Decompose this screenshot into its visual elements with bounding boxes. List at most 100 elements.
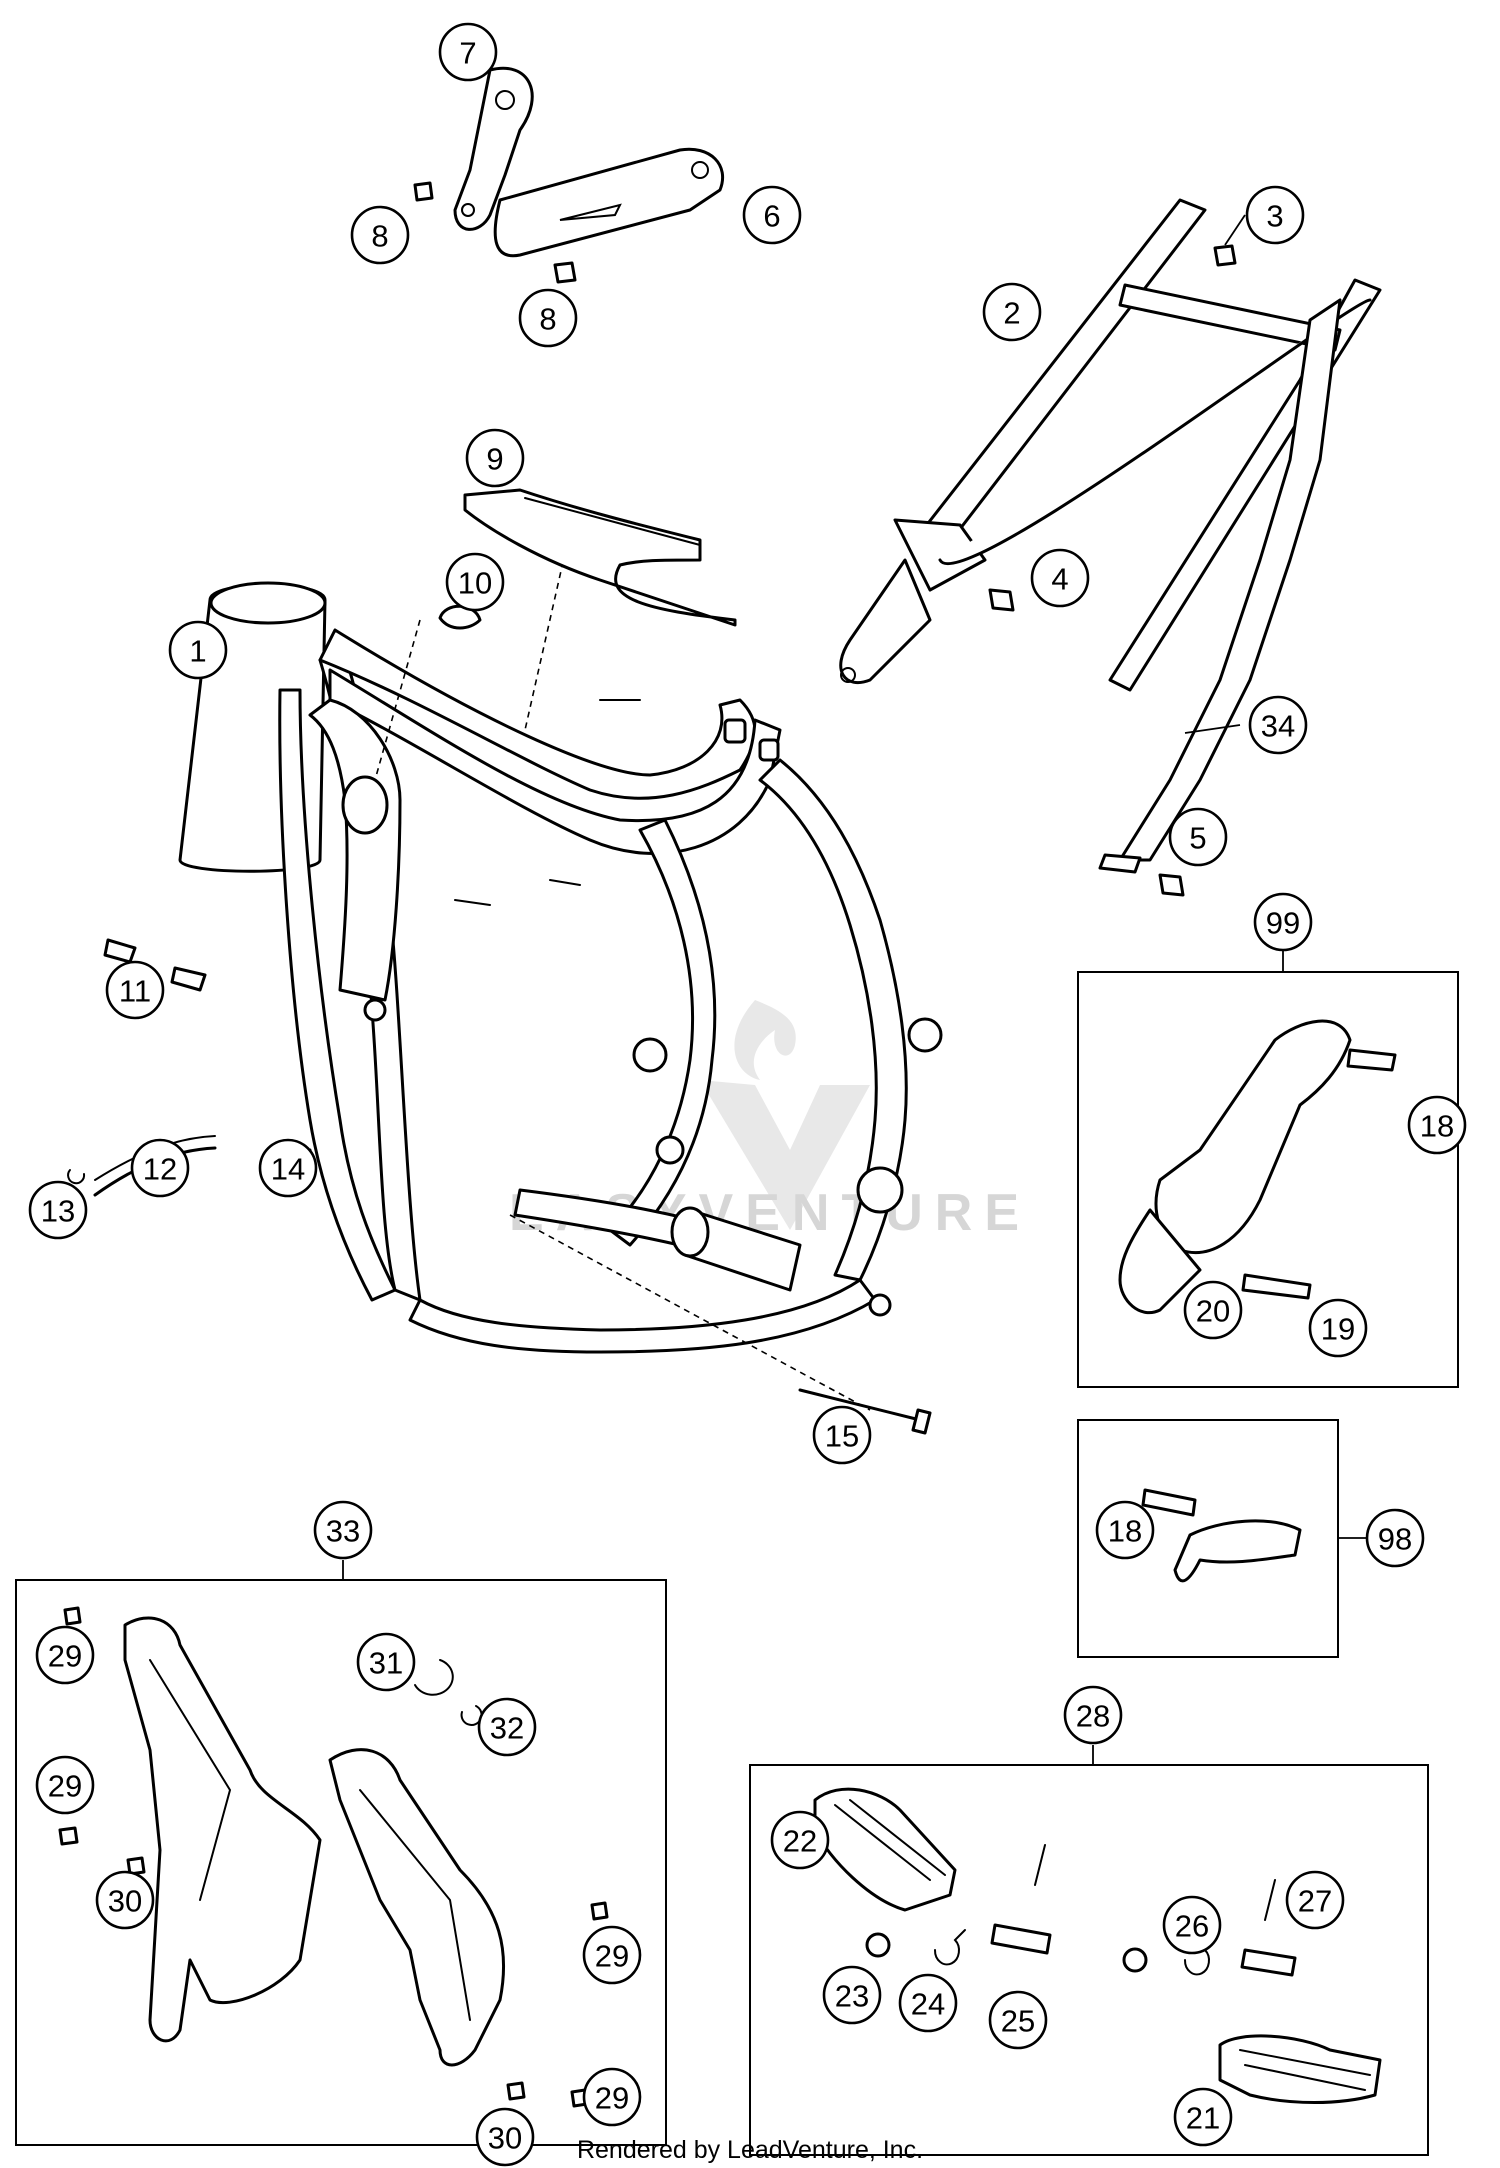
callout-label: 99 bbox=[1266, 906, 1300, 941]
callout-label: 22 bbox=[783, 1824, 817, 1859]
callout-circle bbox=[465, 428, 525, 488]
chain-guide-98 bbox=[1141, 1488, 1302, 1583]
callout-circle bbox=[1253, 892, 1313, 952]
callout-6[interactable]: 6 bbox=[742, 185, 802, 245]
guard-9 bbox=[463, 488, 737, 627]
callout-29[interactable]: 29 bbox=[582, 2067, 642, 2127]
footpeg-22 bbox=[813, 1787, 957, 1912]
callout-8[interactable]: 8 bbox=[518, 288, 578, 348]
callout-label: 30 bbox=[488, 2121, 522, 2156]
clamp-10 bbox=[438, 604, 482, 630]
callout-23[interactable]: 23 bbox=[822, 1965, 882, 2025]
callout-13[interactable]: 13 bbox=[28, 1180, 88, 1240]
callout-label: 33 bbox=[326, 1514, 360, 1549]
bolt-5 bbox=[1158, 873, 1185, 897]
callout-9[interactable]: 9 bbox=[465, 428, 525, 488]
callout-circle bbox=[105, 960, 165, 1020]
callout-98[interactable]: 98 bbox=[1365, 1508, 1425, 1568]
callout-circle bbox=[1407, 1095, 1467, 1155]
callout-15[interactable]: 15 bbox=[812, 1405, 872, 1465]
callout-label: 34 bbox=[1261, 709, 1295, 744]
callout-22[interactable]: 22 bbox=[770, 1810, 830, 1870]
callout-33[interactable]: 33 bbox=[313, 1500, 373, 1560]
callout-7[interactable]: 7 bbox=[438, 22, 498, 82]
callout-28[interactable]: 28 bbox=[1063, 1685, 1123, 1745]
callout-21[interactable]: 21 bbox=[1173, 2087, 1233, 2147]
callout-24[interactable]: 24 bbox=[898, 1973, 958, 2033]
callout-label: 23 bbox=[835, 1979, 869, 2014]
screw-29b bbox=[58, 1826, 79, 1846]
bolt-8-upper bbox=[413, 181, 434, 202]
callout-18[interactable]: 18 bbox=[1095, 1500, 1155, 1560]
callout-circle bbox=[982, 282, 1042, 342]
callout-14[interactable]: 14 bbox=[258, 1138, 318, 1198]
callout-10[interactable]: 10 bbox=[445, 552, 505, 612]
callout-label: 18 bbox=[1108, 1514, 1142, 1549]
bolt-4 bbox=[988, 588, 1015, 612]
screw-29c bbox=[590, 1901, 609, 1921]
callout-circle bbox=[35, 1755, 95, 1815]
callout-label: 14 bbox=[271, 1152, 305, 1187]
callout-25[interactable]: 25 bbox=[988, 1990, 1048, 2050]
callout-32[interactable]: 32 bbox=[477, 1697, 537, 1757]
group-box-28 bbox=[749, 1764, 1429, 2156]
callout-label: 29 bbox=[48, 1769, 82, 1804]
clip-32 bbox=[460, 1705, 483, 1726]
callout-29[interactable]: 29 bbox=[35, 1625, 95, 1685]
callout-circle bbox=[28, 1180, 88, 1240]
callout-26[interactable]: 26 bbox=[1162, 1895, 1222, 1955]
callout-label: 29 bbox=[595, 2081, 629, 2116]
callout-label: 12 bbox=[143, 1152, 177, 1187]
callout-circle bbox=[1245, 185, 1305, 245]
footpeg-21 bbox=[1218, 2034, 1382, 2104]
callout-30[interactable]: 30 bbox=[475, 2107, 535, 2167]
callout-31[interactable]: 31 bbox=[356, 1632, 416, 1692]
callout-circle bbox=[518, 288, 578, 348]
callout-19[interactable]: 19 bbox=[1308, 1298, 1368, 1358]
callout-label: 27 bbox=[1298, 1884, 1332, 1919]
callout-20[interactable]: 20 bbox=[1183, 1280, 1243, 1340]
callout-label: 3 bbox=[1266, 199, 1283, 234]
callout-circle bbox=[1183, 1280, 1243, 1340]
callout-3[interactable]: 3 bbox=[1245, 185, 1305, 245]
bolt-8-lower bbox=[553, 261, 577, 284]
callout-8[interactable]: 8 bbox=[350, 205, 410, 265]
footer-credit: Rendered by LeadVenture, Inc. bbox=[577, 2136, 923, 2164]
callout-circle bbox=[1168, 807, 1228, 867]
callout-label: 24 bbox=[911, 1987, 945, 2022]
callout-5[interactable]: 5 bbox=[1168, 807, 1228, 867]
callout-circle bbox=[1030, 548, 1090, 608]
callout-27[interactable]: 27 bbox=[1285, 1870, 1345, 1930]
callout-label: 25 bbox=[1001, 2004, 1035, 2039]
callout-99[interactable]: 99 bbox=[1253, 892, 1313, 952]
callout-4[interactable]: 4 bbox=[1030, 548, 1090, 608]
callout-34[interactable]: 34 bbox=[1248, 695, 1308, 755]
callout-circle bbox=[95, 1870, 155, 1930]
subframe-2 bbox=[839, 198, 1382, 874]
callout-1[interactable]: 1 bbox=[168, 620, 228, 680]
callout-label: 2 bbox=[1003, 296, 1020, 331]
callout-circle bbox=[445, 552, 505, 612]
callout-30[interactable]: 30 bbox=[95, 1870, 155, 1930]
callout-11[interactable]: 11 bbox=[105, 960, 165, 1020]
callout-29[interactable]: 29 bbox=[35, 1755, 95, 1815]
callout-circle bbox=[168, 620, 228, 680]
callout-label: 10 bbox=[458, 566, 492, 601]
callout-18[interactable]: 18 bbox=[1407, 1095, 1467, 1155]
callout-2[interactable]: 2 bbox=[982, 282, 1042, 342]
screw-29a bbox=[63, 1606, 82, 1626]
nut-30a bbox=[126, 1856, 146, 1876]
callout-circle bbox=[1173, 2087, 1233, 2147]
pin-25 bbox=[990, 1923, 1052, 1955]
callout-circle bbox=[356, 1632, 416, 1692]
callout-label: 5 bbox=[1189, 821, 1206, 856]
callout-12[interactable]: 12 bbox=[130, 1138, 190, 1198]
callout-label: 28 bbox=[1076, 1699, 1110, 1734]
frame-guard-right bbox=[328, 1748, 506, 2067]
washer-23b bbox=[1122, 1947, 1148, 1973]
callout-29[interactable]: 29 bbox=[582, 1925, 642, 1985]
callout-label: 6 bbox=[763, 199, 780, 234]
callout-circle bbox=[258, 1138, 318, 1198]
